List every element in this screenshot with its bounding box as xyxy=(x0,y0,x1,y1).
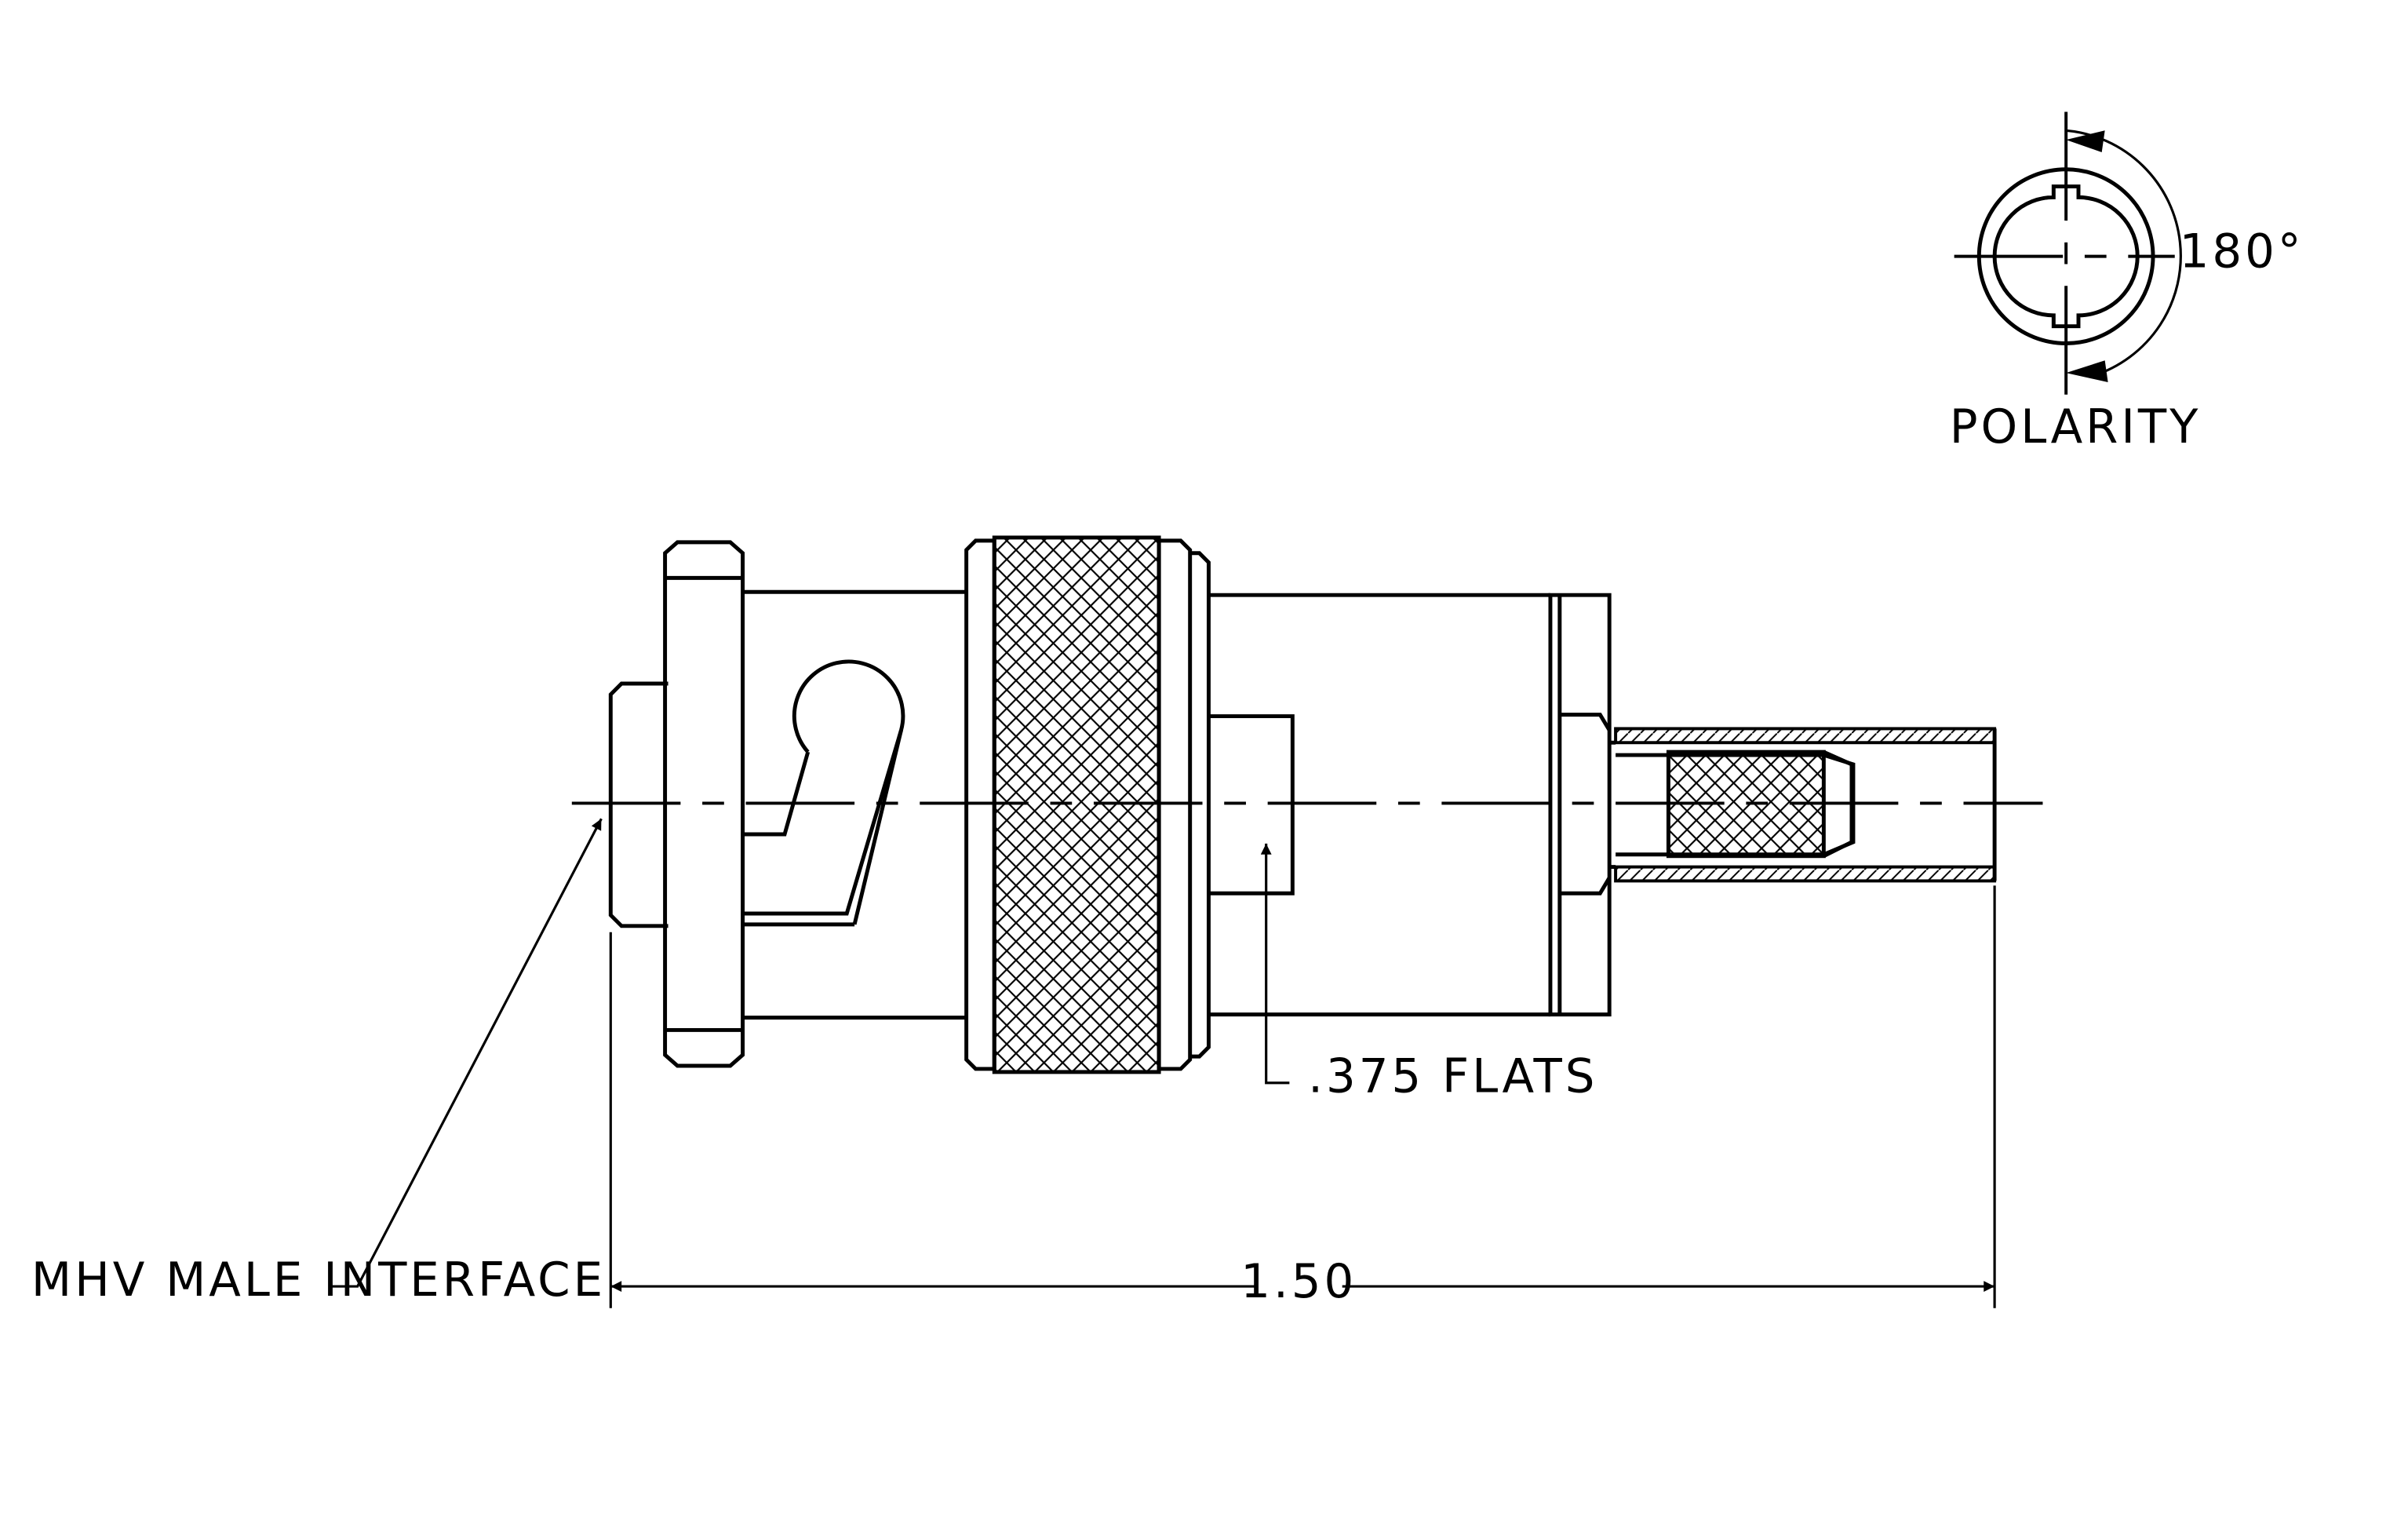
polarity-arrow-bottom xyxy=(2066,360,2108,382)
polarity-label: POLARITY xyxy=(1950,400,2202,454)
angle-label: 180° xyxy=(2180,224,2304,279)
connector-body xyxy=(571,535,2043,1074)
polarity-arrow-top xyxy=(2066,130,2105,152)
interface-label: MHV MALE INTERFACE xyxy=(31,1253,606,1308)
length-dimension-label: 1.50 xyxy=(1240,1255,1357,1309)
flats-label: .375 FLATS xyxy=(1308,1050,1597,1104)
polarity-view xyxy=(1954,111,2182,401)
dimensions xyxy=(330,818,1996,1308)
